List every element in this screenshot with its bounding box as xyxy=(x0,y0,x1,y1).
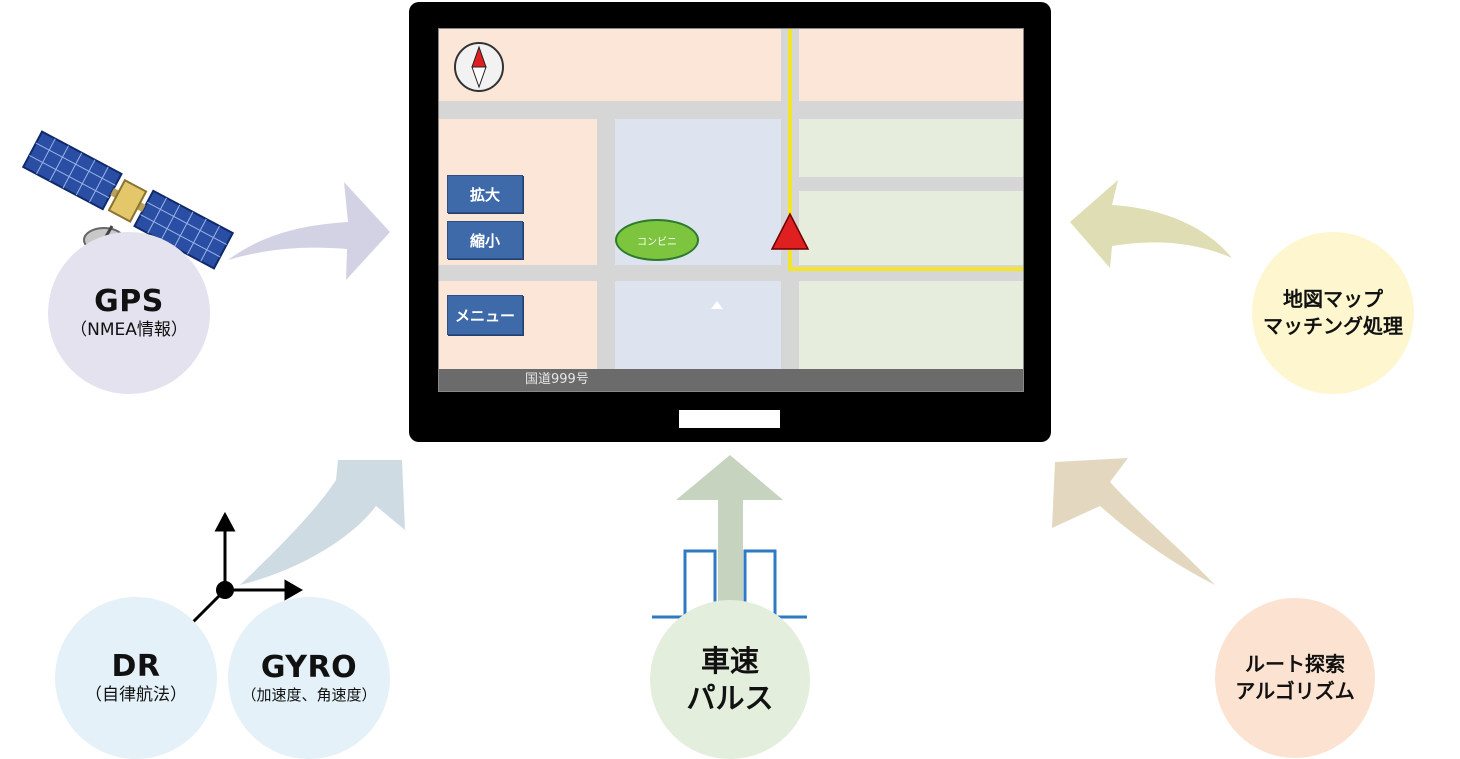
gyro-arrow xyxy=(240,460,405,585)
speed-line2: パルス xyxy=(686,680,774,715)
route-node: ルート探索 アルゴリズム xyxy=(1215,598,1375,758)
speed-pulse-node: 車速 パルス xyxy=(650,600,810,759)
device-home-button[interactable] xyxy=(679,410,780,428)
speed-line1: 車速 xyxy=(700,644,759,679)
satellite-icon xyxy=(21,130,235,270)
mapmatch-node: 地図マップ マッチング処理 xyxy=(1252,232,1414,394)
route-line xyxy=(788,29,1023,271)
road-name-label: 国道999号 xyxy=(525,372,589,387)
dr-title: DR xyxy=(111,649,161,685)
mapmatch-line1: 地図マップ xyxy=(1283,287,1383,311)
route-line2: アルゴリズム xyxy=(1235,679,1355,703)
route-line1: ルート探索 xyxy=(1245,652,1345,676)
dr-node: DR （自律航法） xyxy=(55,597,217,759)
mapmatch-line2: マッチング処理 xyxy=(1263,314,1403,338)
compass-icon xyxy=(454,42,504,92)
road-name-bar: 国道999号 xyxy=(439,369,1023,391)
gps-node: GPS （NMEA情報） xyxy=(48,232,210,394)
gps-title: GPS xyxy=(94,284,164,320)
gyro-subtitle: （加速度、角速度） xyxy=(241,685,377,704)
gps-arrow xyxy=(228,182,390,280)
vehicle-marker xyxy=(770,212,810,250)
speed-arrow xyxy=(676,455,783,610)
route-arrow xyxy=(1052,458,1215,585)
gyro-title: GYRO xyxy=(260,650,358,686)
map-screen[interactable]: 拡大 縮小 メニュー コンビニ 国道999号 xyxy=(438,28,1024,392)
menu-button[interactable]: メニュー xyxy=(447,295,523,335)
gps-subtitle: （NMEA情報） xyxy=(70,319,188,340)
zoom-in-button[interactable]: 拡大 xyxy=(447,175,523,213)
mapmatch-arrow xyxy=(1070,180,1232,268)
zoom-out-button[interactable]: 縮小 xyxy=(447,221,523,259)
gyro-node: GYRO （加速度、角速度） xyxy=(228,597,390,759)
direction-marker xyxy=(711,301,723,309)
map-graphics xyxy=(439,29,1023,369)
dr-subtitle: （自律航法） xyxy=(85,684,187,705)
poi-convenience-store[interactable]: コンビニ xyxy=(615,219,699,261)
